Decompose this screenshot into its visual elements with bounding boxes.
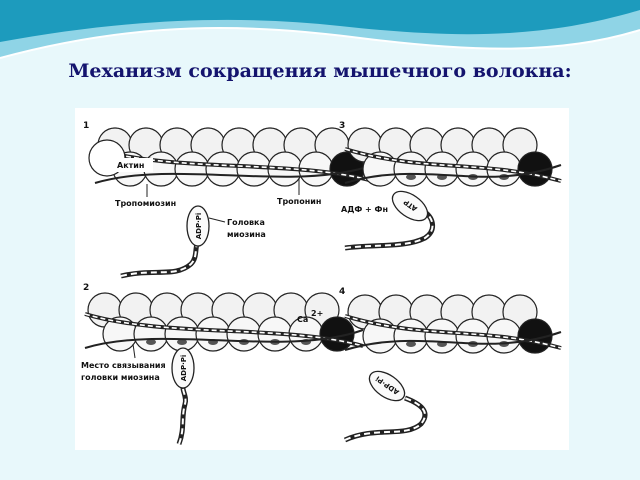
actin-strand bbox=[344, 164, 562, 184]
myosin-head: ADP·Pi bbox=[186, 205, 210, 247]
actin-monomer bbox=[164, 316, 200, 352]
panel-1-number: 1 bbox=[83, 121, 89, 131]
troponin-label: Тропонин bbox=[277, 197, 321, 206]
myosin-tail bbox=[343, 395, 428, 443]
actin-monomer bbox=[393, 318, 429, 354]
myosin-tail-twist bbox=[120, 243, 198, 277]
myosin-head-shape bbox=[368, 370, 406, 402]
page-title: Механизм сокращения мышечного волокна: bbox=[68, 60, 572, 82]
tropomyosin-strand bbox=[344, 314, 562, 350]
binding-site-pointer bbox=[132, 343, 136, 359]
myosin-head-label: ADP·Pi bbox=[180, 355, 188, 382]
tropomyosin-strand bbox=[344, 147, 562, 183]
actin-label-box bbox=[115, 158, 153, 172]
actin-strand bbox=[94, 164, 374, 184]
tropomyosin-strand-highlight bbox=[84, 313, 364, 347]
actin-monomer bbox=[174, 151, 210, 187]
panel-4-number: 4 bbox=[339, 287, 345, 297]
tropomyosin-label: Тропомиозин bbox=[115, 199, 176, 208]
binding-site bbox=[406, 174, 416, 180]
myosin-tail-twist bbox=[344, 397, 426, 441]
binding-site bbox=[177, 339, 187, 345]
myosin-head-pointer bbox=[208, 217, 226, 223]
myosin-head-shape bbox=[186, 205, 210, 247]
calcium-label: Ca bbox=[297, 315, 308, 324]
myosin-head-label-1: Головка bbox=[227, 218, 265, 227]
myosin-head-shape bbox=[391, 190, 429, 222]
tropomyosin-strand-highlight bbox=[94, 148, 374, 182]
myosin-head: ADP·Pi bbox=[171, 347, 195, 389]
myosin-head: ADP·Pi bbox=[368, 370, 406, 402]
myosin-tail-twist bbox=[344, 211, 434, 249]
actin-monomer bbox=[205, 151, 241, 187]
binding-site-label-1: Место связывания bbox=[81, 361, 166, 370]
actin-monomer bbox=[424, 151, 460, 187]
calcium-charge: 2+ bbox=[311, 309, 323, 318]
actin-label: Актин bbox=[117, 161, 144, 170]
panel-3-number: 3 bbox=[339, 121, 345, 131]
actin-monomer bbox=[133, 316, 169, 352]
adp-label: АДФ + Фн bbox=[341, 205, 388, 214]
binding-site bbox=[146, 339, 156, 345]
myosin-head-shape bbox=[171, 347, 195, 389]
binding-site-label-2: головки миозина bbox=[81, 373, 160, 382]
myosin-head-label-2: миозина bbox=[227, 230, 266, 239]
actin-strand bbox=[344, 331, 562, 351]
actin-monomer bbox=[424, 318, 460, 354]
myosin-tail bbox=[120, 243, 200, 279]
actin-monomer bbox=[195, 316, 231, 352]
myosin-head: ATP bbox=[391, 190, 429, 222]
myosin-tail bbox=[176, 387, 189, 445]
panel-2-number: 2 bbox=[83, 283, 89, 293]
myosin-head-label: ADP·Pi bbox=[195, 213, 203, 240]
actin-strand bbox=[84, 329, 364, 349]
binding-site bbox=[406, 341, 416, 347]
actin-monomer bbox=[393, 151, 429, 187]
myosin-tail-twist bbox=[178, 387, 187, 445]
